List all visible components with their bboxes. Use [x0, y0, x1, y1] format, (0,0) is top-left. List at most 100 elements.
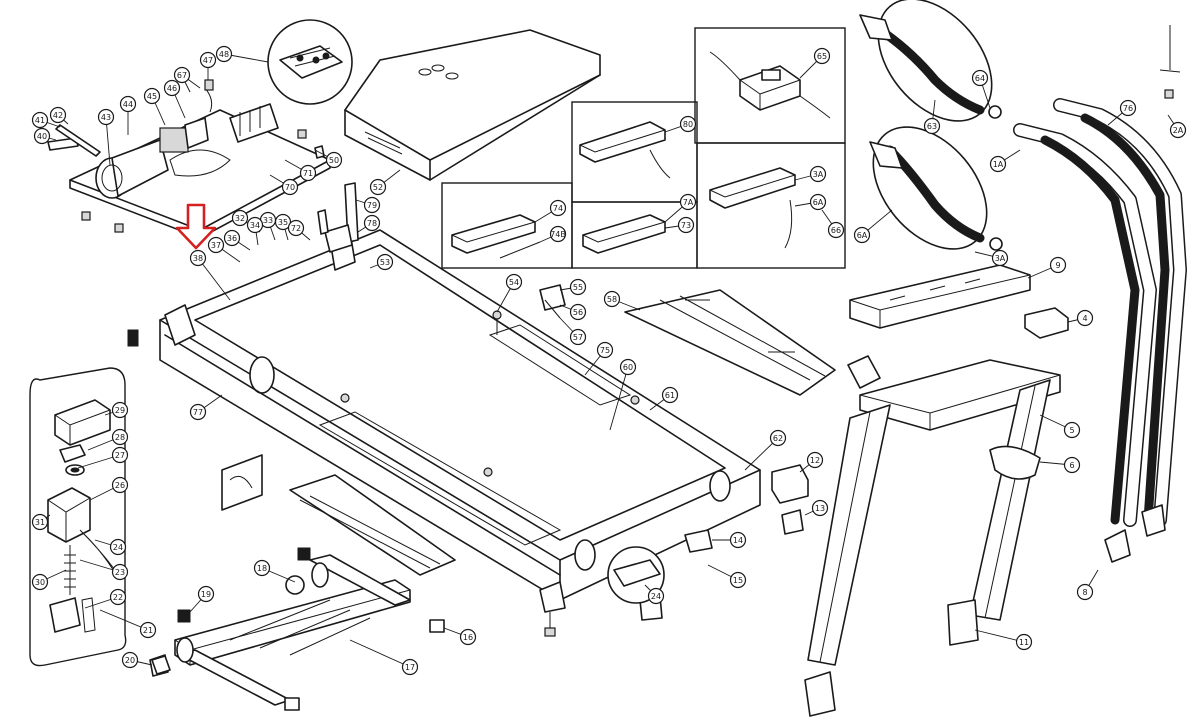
callout-number: 15: [733, 576, 743, 585]
callout-number: 79: [367, 201, 377, 210]
motor-hood: [344, 29, 601, 181]
callout-number: 33: [263, 216, 273, 225]
callout-52: 52: [369, 178, 387, 196]
callout-number: 17: [405, 663, 415, 672]
callout-number: 50: [329, 156, 339, 165]
callout-number: 44: [123, 100, 133, 109]
callout-number: 71: [303, 169, 313, 178]
callout-11: 11: [1015, 633, 1033, 651]
callout-50: 50: [325, 151, 343, 169]
callout-74b: 74B: [549, 225, 567, 243]
callout-number: 3A: [813, 170, 824, 179]
callout-number: 32: [235, 214, 245, 223]
callout-55: 55: [569, 278, 587, 296]
callout-number: 13: [815, 504, 825, 513]
callout-47: 47: [199, 51, 217, 69]
callout-3a: 3A: [809, 165, 827, 183]
callout-78: 78: [363, 214, 381, 232]
callout-73: 73: [677, 216, 695, 234]
callout-labels: 1A2A3A4568911121314151617181920212223242…: [31, 45, 1187, 676]
callout-number: 26: [115, 481, 125, 490]
callout-number: 46: [167, 84, 177, 93]
treadmill-deck-frame: [127, 182, 761, 637]
callout-70: 70: [281, 178, 299, 196]
callout-number: 4: [1082, 314, 1087, 323]
callout-53: 53: [376, 253, 394, 271]
callout-number: 16: [463, 633, 473, 642]
callout-number: 12: [810, 456, 820, 465]
callout-number: 67: [177, 71, 187, 80]
highlight-arrow-icon: [175, 203, 217, 250]
detail-circle-48: [267, 19, 353, 105]
callout-number: 1A: [993, 160, 1004, 169]
callout-12: 12: [806, 451, 824, 469]
leader-line: [197, 257, 231, 301]
callout-56: 56: [569, 303, 587, 321]
callout-6a: 6A: [853, 226, 871, 244]
callout-29: 29: [111, 401, 129, 419]
callout-42: 42: [49, 106, 67, 124]
callout-40: 40: [33, 127, 51, 145]
callout-number: 14: [733, 536, 743, 545]
callout-number: 55: [573, 283, 583, 292]
callout-number: 37: [211, 241, 221, 250]
console-variants-box: [441, 27, 846, 269]
callout-number: 61: [665, 391, 675, 400]
callout-number: 21: [143, 626, 153, 635]
deck-slat-left: [289, 474, 456, 576]
callout-2a: 2A: [1169, 121, 1187, 139]
callout-number: 24: [113, 543, 123, 552]
callout-number: 43: [101, 113, 111, 122]
callout-45: 45: [143, 87, 161, 105]
callout-number: 64: [975, 74, 985, 83]
callout-number: 63: [927, 122, 937, 131]
small-parts: [151, 77, 809, 675]
callout-number: 28: [115, 433, 125, 442]
handrails: [1013, 25, 1187, 563]
callout-6: 6: [1063, 456, 1081, 474]
callout-23: 23: [111, 563, 129, 581]
callout-6a: 6A: [809, 193, 827, 211]
callout-number: 23: [115, 568, 125, 577]
callout-36: 36: [223, 229, 241, 247]
base-frame: [149, 547, 445, 711]
callout-number: 7A: [683, 198, 694, 207]
callout-44: 44: [119, 95, 137, 113]
callout-20: 20: [121, 651, 139, 669]
callout-19: 19: [197, 585, 215, 603]
callout-number: 45: [147, 92, 157, 101]
callout-number: 41: [35, 116, 45, 125]
callout-8: 8: [1076, 583, 1094, 601]
callout-number: 54: [509, 278, 519, 287]
callout-61: 61: [661, 386, 679, 404]
callout-79: 79: [363, 196, 381, 214]
callout-number: 22: [113, 593, 123, 602]
callout-7a: 7A: [679, 193, 697, 211]
callout-number: 80: [683, 120, 693, 129]
callout-number: 34: [250, 221, 260, 230]
callout-number: 30: [35, 578, 45, 587]
callout-number: 36: [227, 234, 237, 243]
leader-line: [609, 366, 629, 431]
callout-number: 29: [115, 406, 125, 415]
callout-number: 62: [773, 434, 783, 443]
callout-number: 6A: [857, 231, 868, 240]
callout-number: 9: [1055, 261, 1060, 270]
callout-number: 40: [37, 132, 47, 141]
callout-4: 4: [1076, 309, 1094, 327]
callout-67: 67: [173, 66, 191, 84]
callout-22: 22: [109, 588, 127, 606]
callout-9: 9: [1049, 256, 1067, 274]
callout-66: 66: [827, 221, 845, 239]
callout-number: 76: [1123, 104, 1133, 113]
callout-63: 63: [923, 117, 941, 135]
callout-number: 77: [193, 408, 203, 417]
leader-line: [974, 629, 1025, 643]
callout-number: 24: [651, 592, 661, 601]
callout-number: 78: [367, 219, 377, 228]
callout-54: 54: [505, 273, 523, 291]
callout-31: 31: [31, 513, 49, 531]
callout-46: 46: [163, 79, 181, 97]
callout-number: 27: [115, 451, 125, 460]
